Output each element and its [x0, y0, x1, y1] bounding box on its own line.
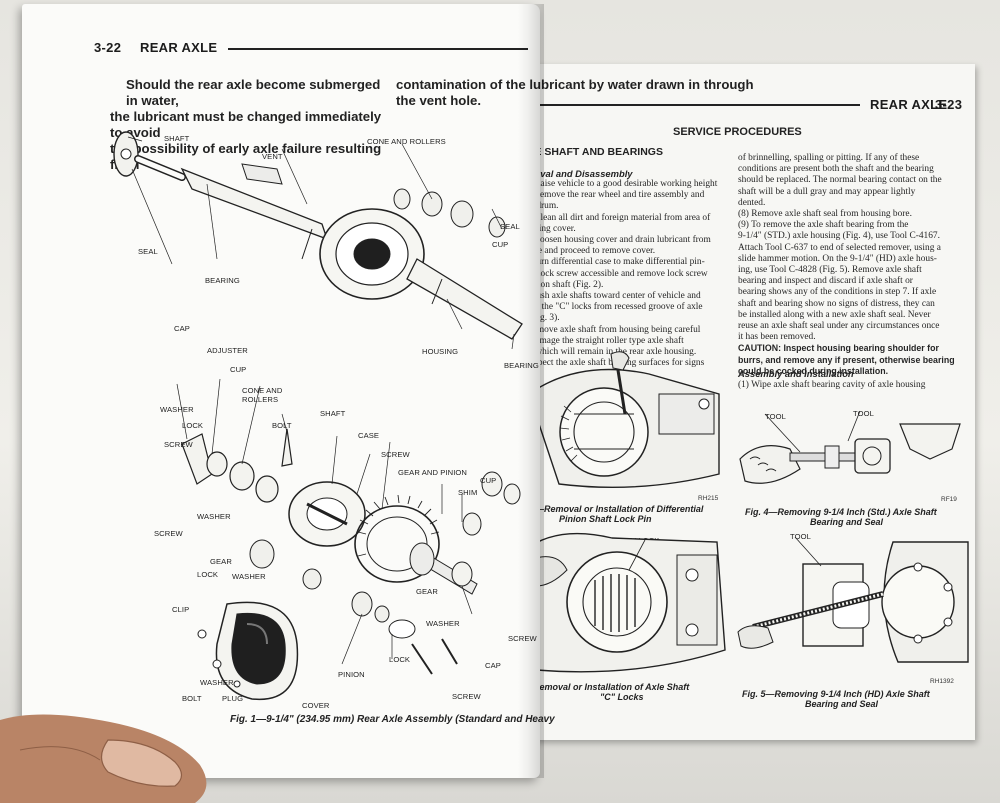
- label-seal-right: SEAL: [500, 222, 520, 231]
- fig2-caption-line-1: . 2—Removal or Installation of Different…: [525, 504, 704, 514]
- axle-shaft-subheading: XLE SHAFT AND BEARINGS: [521, 146, 663, 158]
- label-cone-and-rollers-top: CONE AND ROLLERS: [367, 137, 446, 146]
- label-pinion: PINION: [338, 670, 365, 679]
- label-cover: COVER: [302, 701, 330, 710]
- label-cone-and-rollers-mid: CONE AND ROLLERS: [242, 386, 283, 404]
- fig4-tool-left-label: TOOL: [765, 412, 786, 421]
- assembly-line: (1) Wipe axle shaft bearing cavity of ax…: [738, 380, 926, 390]
- right-section-title: REAR AXLE: [870, 97, 948, 112]
- label-bolt-2: BOLT: [182, 694, 202, 703]
- label-case: CASE: [358, 431, 380, 440]
- label-washer-5: WASHER: [200, 678, 234, 687]
- label-washer-1: WASHER: [160, 405, 194, 414]
- fig4-tool-illustration: [739, 410, 961, 484]
- left-page-number: 3-22: [94, 40, 122, 55]
- thumb: [0, 714, 207, 803]
- right-header-rule: [515, 104, 860, 106]
- right-page: REAR AXLE 3-23 SERVICE PROCEDURES XLE SH…: [505, 64, 975, 740]
- label-washer-3: WASHER: [232, 572, 266, 581]
- label-screw-3: SCREW: [508, 634, 537, 643]
- label-screw-1: SCREW: [164, 440, 193, 449]
- label-adjuster: ADJUSTER: [207, 346, 248, 355]
- fig2-code: RH215: [698, 495, 719, 502]
- right-column-1-text: (1) Raise vehicle to a good desirable wo…: [521, 179, 718, 369]
- label-shaft-top: SHAFT: [164, 134, 190, 143]
- label-cup-right: CUP: [480, 476, 497, 485]
- label-screw-1b: SCREW: [154, 529, 183, 538]
- water-note-right-column: contamination of the lubricant by water …: [396, 77, 754, 108]
- label-screw-4: SCREW: [452, 692, 481, 701]
- label-cap-top: CAP: [174, 324, 190, 333]
- label-lock-2: LOCK: [197, 570, 219, 579]
- fig5-caption-line-2: Bearing and Seal: [805, 699, 879, 709]
- fig1-caption: Fig. 1—9-1/4" (234.95 mm) Rear Axle Asse…: [230, 714, 555, 725]
- fig4-caption-line-1: Fig. 4—Removing 9-1/4 Inch (Std.) Axle S…: [745, 507, 937, 517]
- left-section-title: REAR AXLE: [140, 40, 218, 55]
- label-seal-left: SEAL: [138, 247, 158, 256]
- label-cup-top: CUP: [492, 240, 509, 249]
- label-housing: HOUSING: [422, 347, 459, 356]
- label-plug: PLUG: [222, 694, 244, 703]
- left-page: 3-22 REAR AXLE Should the rear axle beco…: [22, 4, 754, 778]
- label-cup-mid: CUP: [230, 365, 247, 374]
- fig5-code: RH1392: [930, 678, 954, 685]
- caution-line-2: burrs, and remove any if present, otherw…: [738, 354, 955, 365]
- right-page-number: 3-23: [935, 97, 963, 112]
- label-shaft-mid: SHAFT: [320, 409, 346, 418]
- fig4-caption-line-2: Bearing and Seal: [810, 517, 884, 527]
- label-gear-and-pinion: GEAR AND PINION: [398, 468, 468, 477]
- fig4-tool-right-label: TOOL: [853, 409, 874, 418]
- fig4-code: RF19: [941, 496, 957, 503]
- fig3-c-lock-illustration: [524, 532, 726, 673]
- fig5-tool-illustration: [737, 536, 969, 663]
- exploded-differential-illustration: [176, 378, 521, 701]
- label-bolt-1: BOLT: [272, 421, 292, 430]
- label-lock-3: LOCK: [389, 655, 411, 664]
- label-screw-2: SCREW: [381, 450, 410, 459]
- left-header-rule: [228, 48, 528, 50]
- label-vent: VENT: [262, 152, 283, 161]
- label-bearing-right: BEARING: [504, 361, 539, 370]
- fig2-caption-line-2: Pinion Shaft Lock Pin: [559, 514, 652, 524]
- fig3-caption-line-2: "C" Locks: [600, 692, 644, 702]
- fig5-caption-line-1: Fig. 5—Removing 9-1/4 Inch (HD) Axle Sha…: [742, 689, 930, 699]
- assembly-heading: Assembly and Installation: [738, 368, 854, 379]
- caution-line-1: CAUTION: Inspect housing bearing shoulde…: [738, 343, 939, 354]
- label-gear-2: GEAR: [416, 587, 438, 596]
- page-spine-shadow: [518, 4, 544, 778]
- label-washer-2: WASHER: [197, 512, 231, 521]
- fig3-caption-line-1: Removal or Installation of Axle Shaft: [533, 682, 690, 692]
- label-shim: SHIM: [458, 488, 478, 497]
- fig2-differential-illustration: [528, 351, 720, 489]
- fig5-tool-label: TOOL: [790, 532, 811, 541]
- label-gear-1: GEAR: [210, 557, 232, 566]
- removal-subheading: emoval and Disassembly: [521, 168, 633, 179]
- label-cap-bottom: CAP: [485, 661, 501, 670]
- label-clip: CLIP: [172, 605, 190, 614]
- label-lock-1: LOCK: [182, 421, 204, 430]
- right-column-2-text: of brinnelling, spalling or pitting. If …: [738, 153, 970, 377]
- axle-housing-illustration: [113, 131, 523, 350]
- label-washer-4: WASHER: [426, 619, 460, 628]
- label-bearing: BEARING: [205, 276, 240, 285]
- caution-line-3: could be cocked during installation.: [738, 365, 889, 376]
- service-procedures-heading: SERVICE PROCEDURES: [673, 126, 802, 138]
